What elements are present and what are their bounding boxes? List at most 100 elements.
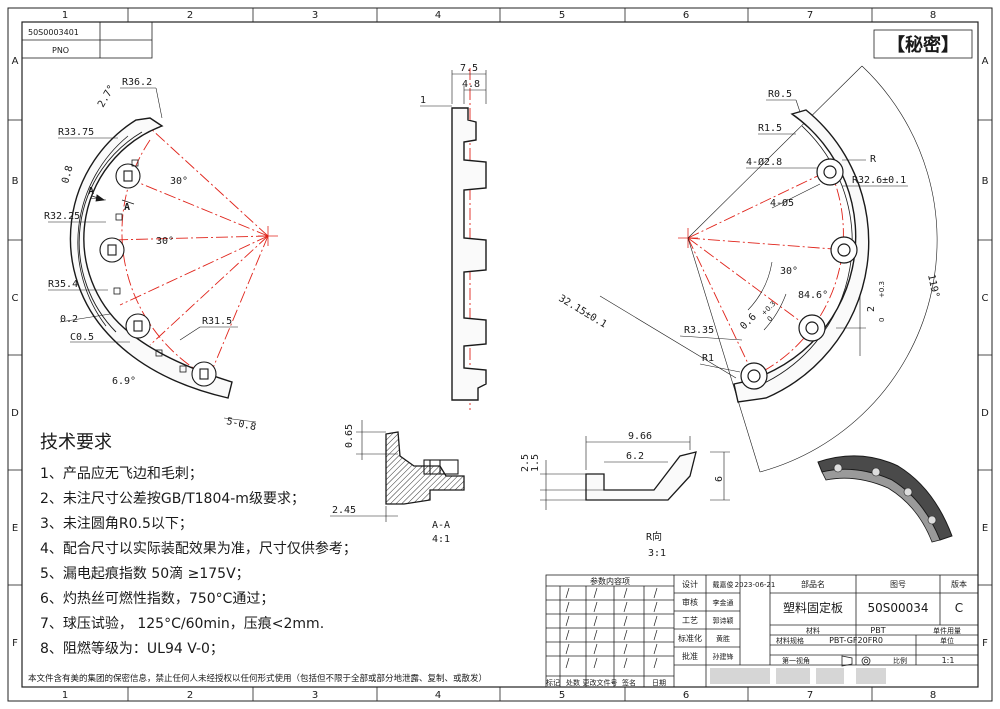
left-dim: C0.5 bbox=[70, 332, 94, 343]
section-aa: 0.65 2.45 A-A 4:1 bbox=[330, 420, 465, 545]
side-view: 7.5 4.8 1 bbox=[420, 63, 487, 410]
right-dim: 30° bbox=[780, 266, 798, 277]
left-dim: R35.4 bbox=[48, 279, 78, 290]
row-label: E bbox=[12, 523, 18, 534]
col-label: 7 bbox=[807, 690, 813, 701]
tech-item: 4、配合尺寸以实际装配效果为准，尺寸仅供参考； bbox=[40, 540, 357, 557]
revision-footer: 标记 bbox=[546, 678, 560, 687]
revision-header: 参数内容项 bbox=[590, 576, 630, 586]
left-dim: R32.25 bbox=[44, 211, 80, 222]
grid-ticks bbox=[8, 8, 992, 701]
signer-name: 戴嘉俊 bbox=[713, 580, 734, 589]
col-label: 3 bbox=[312, 690, 318, 701]
role-label: 工艺 bbox=[682, 616, 698, 625]
col-label: 8 bbox=[930, 10, 936, 21]
row-label: F bbox=[12, 638, 18, 649]
col-label: 1 bbox=[62, 690, 68, 701]
scale-value: 1:1 bbox=[942, 656, 955, 665]
col-label: 4 bbox=[435, 10, 441, 21]
part-name: 塑料固定板 bbox=[783, 600, 843, 615]
drawing-number: 50S00034 bbox=[867, 601, 928, 615]
revision-footer: 更改文件号 bbox=[583, 678, 618, 687]
redacted-blocks bbox=[710, 668, 886, 684]
left-dim: 6.9° bbox=[112, 376, 136, 387]
revision-slashes bbox=[565, 587, 658, 669]
right-tol-lower: 0 bbox=[766, 315, 775, 324]
section-label: A-A bbox=[432, 520, 450, 531]
projection-label: 第一视角 bbox=[782, 656, 810, 665]
left-part-body bbox=[69, 117, 233, 399]
material-spec: PBT-GF20FR0 bbox=[829, 636, 883, 645]
left-dim: R33.75 bbox=[58, 127, 94, 138]
col-label: 8 bbox=[930, 690, 936, 701]
left-dim: 5-0.8 bbox=[225, 416, 257, 433]
view-r-dim: 6.2 bbox=[626, 451, 644, 462]
tech-item: 3、未注圆角R0.5以下； bbox=[40, 516, 193, 532]
row-label: B bbox=[982, 176, 989, 187]
row-label: E bbox=[982, 523, 988, 534]
col-label: 5 bbox=[559, 690, 565, 701]
right-dim: R1 bbox=[702, 353, 714, 364]
design-date: 2023-06-21 bbox=[735, 581, 776, 589]
col-label: 1 bbox=[62, 10, 68, 21]
view-r-dim: 2.5 bbox=[520, 454, 531, 472]
right-dim: R0.5 bbox=[768, 89, 792, 100]
col-label: 3 bbox=[312, 10, 318, 21]
right-dim: 0.6 bbox=[738, 312, 759, 333]
version-label: 版本 bbox=[951, 579, 967, 589]
tech-requirements: 技术要求 1、产品应无飞边和毛刺； 2、未注尺寸公差按GB/T1804-m级要求… bbox=[40, 432, 357, 657]
right-tol-upper: +0.3 bbox=[878, 281, 886, 298]
right-centerlines bbox=[687, 169, 847, 377]
section-scale: 4:1 bbox=[432, 534, 450, 545]
footer-note: 本文件含有美的集团的保密信息，禁止任何人未经授权以任何形式使用（包括但不限于全部… bbox=[28, 673, 487, 684]
row-label: C bbox=[12, 293, 19, 304]
right-dim: 2 bbox=[866, 306, 877, 312]
material: PBT bbox=[870, 626, 885, 635]
col-label: 6 bbox=[683, 690, 689, 701]
side-dim: 7.5 bbox=[460, 63, 478, 74]
left-dim: R31.5 bbox=[202, 316, 232, 327]
signer-name: 黄胜 bbox=[716, 634, 730, 643]
row-label: D bbox=[981, 408, 989, 419]
right-dim: 4-Ø2.8 bbox=[746, 156, 782, 168]
scale-label: 比例 bbox=[893, 656, 907, 665]
section-arrows bbox=[91, 194, 135, 205]
version: C bbox=[955, 601, 963, 615]
right-dim: 32.15±0.1 bbox=[556, 293, 608, 330]
confidential-stamp: 【秘密】 bbox=[873, 29, 973, 59]
view-r-dim: 1.5 bbox=[530, 454, 541, 472]
view-r: 9.66 6.2 2.5 1.5 6 R向 3:1 bbox=[520, 431, 730, 559]
left-dim: 30° bbox=[170, 176, 188, 187]
tech-item: 2、未注尺寸公差按GB/T1804-m级要求； bbox=[40, 491, 305, 507]
side-dim: 1 bbox=[420, 95, 426, 106]
col-label: 7 bbox=[807, 10, 813, 21]
section-dim: 0.65 bbox=[344, 424, 355, 448]
revision-footer: 处数 bbox=[566, 678, 580, 687]
signer-name: 李金通 bbox=[713, 598, 734, 607]
side-profile bbox=[451, 107, 487, 401]
tech-item: 8、阻燃等级为：UL94 V-0； bbox=[40, 640, 224, 657]
revision-footer: 日期 bbox=[652, 679, 666, 687]
row-label: D bbox=[11, 408, 19, 419]
row-label: C bbox=[982, 293, 989, 304]
left-centerlines bbox=[111, 127, 269, 381]
left-dim: 30° bbox=[156, 236, 174, 247]
right-tol-lower: 0 bbox=[878, 318, 886, 322]
inner-border bbox=[21, 21, 979, 688]
side-dim: 4.8 bbox=[462, 79, 480, 90]
col-label: 2 bbox=[187, 690, 193, 701]
right-dim: 4-Ø5 bbox=[770, 197, 794, 209]
view-r-dim: 6 bbox=[714, 476, 725, 482]
role-label: 设计 bbox=[682, 579, 698, 589]
role-label: 审核 bbox=[682, 597, 698, 607]
doc-number-box: 50S0003401 PNO bbox=[21, 21, 153, 59]
right-dim: R bbox=[870, 154, 877, 165]
tech-item: 1、产品应无飞边和毛刺； bbox=[40, 465, 203, 482]
row-label: A bbox=[982, 56, 989, 67]
projection-symbol bbox=[841, 655, 871, 667]
drawing-number-label: 图号 bbox=[890, 580, 906, 589]
tech-title: 技术要求 bbox=[40, 432, 112, 453]
left-dim: A bbox=[88, 186, 94, 197]
pno-label: PNO bbox=[52, 46, 69, 55]
